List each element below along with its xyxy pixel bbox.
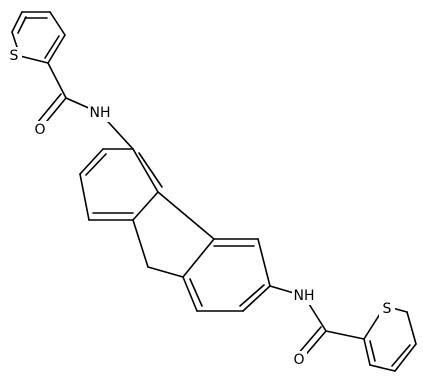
bond — [47, 34, 66, 64]
bond — [79, 173, 90, 221]
bond — [132, 191, 159, 221]
bond — [369, 364, 396, 372]
bond — [17, 16, 27, 34]
bond — [363, 338, 371, 366]
atom-nh-lower: NH — [292, 287, 316, 305]
bond — [394, 343, 417, 372]
bond — [239, 284, 265, 307]
atom-nh-upper: NH — [88, 104, 112, 122]
atom-label-s-lower: S — [383, 301, 392, 317]
bond — [132, 219, 149, 268]
bond — [182, 276, 198, 312]
atom-label-s-upper: S — [10, 48, 19, 64]
bond — [257, 238, 271, 287]
atom-s-upper: S — [6, 47, 22, 65]
bond — [138, 152, 163, 188]
atom-label-nh-upper: NH — [90, 105, 111, 121]
bond — [19, 55, 49, 64]
bond — [242, 285, 271, 312]
bond — [147, 266, 184, 278]
bond — [325, 330, 365, 340]
bond — [391, 344, 411, 367]
bond — [47, 62, 67, 99]
bond — [44, 35, 60, 59]
bond — [79, 148, 104, 175]
bond — [369, 340, 376, 362]
bonds — [11, 11, 417, 372]
bond — [406, 311, 417, 345]
bond — [11, 11, 23, 33]
atom-o-lower: O — [291, 351, 307, 369]
bond — [85, 153, 107, 176]
bond — [182, 238, 215, 278]
atom-labels: S O NH NH O S — [6, 47, 395, 369]
bond — [296, 326, 322, 356]
bond — [189, 278, 203, 307]
atom-o-upper: O — [32, 121, 48, 139]
bond — [157, 191, 215, 240]
atom-label-o-upper: O — [34, 122, 45, 138]
bond — [132, 148, 159, 193]
atom-label-nh-lower: NH — [294, 288, 315, 304]
bond — [49, 11, 66, 36]
bond — [36, 93, 62, 124]
atom-label-o-lower: O — [293, 352, 304, 368]
atom-s-lower: S — [379, 300, 395, 318]
